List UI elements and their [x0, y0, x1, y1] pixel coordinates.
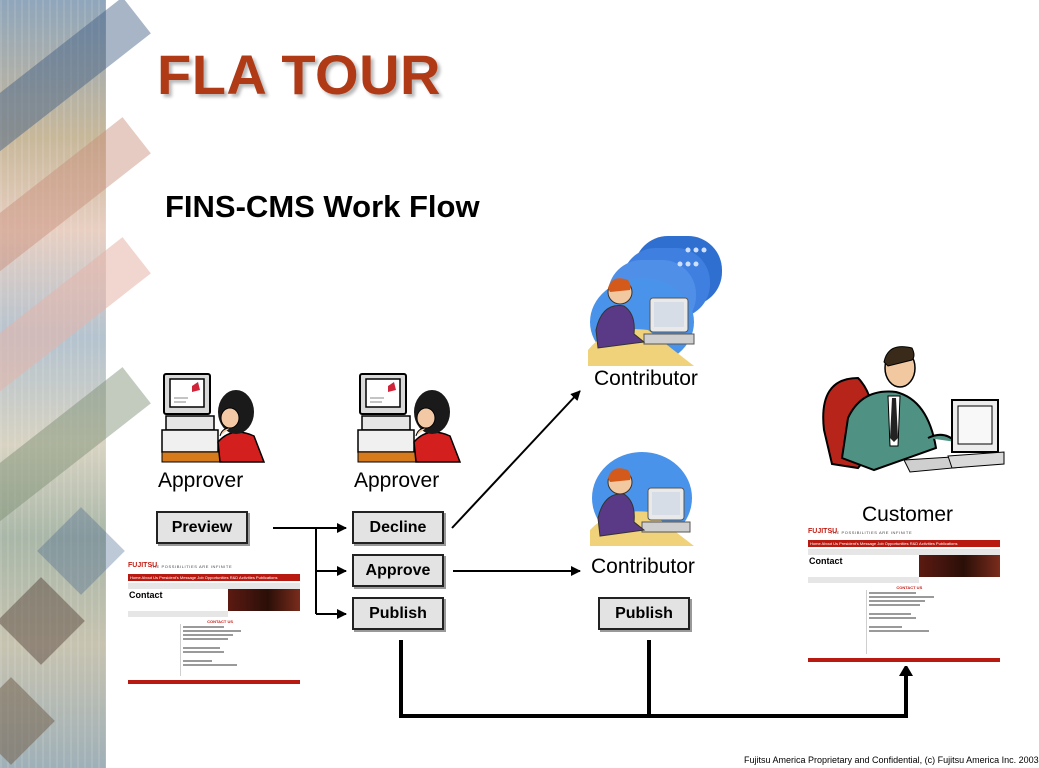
mockup-heading: Contact — [809, 556, 843, 566]
contributor-top-label: Contributor — [594, 367, 698, 390]
contributor-publish-button[interactable]: Publish — [598, 597, 690, 630]
mockup-heading: Contact — [129, 590, 163, 600]
mockup-subheading: CONTACT US — [896, 585, 923, 590]
web-page-thumbnail: FUJITSU THE POSSIBILITIES ARE INFINITE H… — [128, 560, 300, 688]
customer-label: Customer — [862, 503, 954, 526]
slide-subtitle: FINS-CMS Work Flow — [165, 189, 480, 224]
approve-button[interactable]: Approve — [352, 554, 444, 587]
person-at-computer-icon — [357, 373, 462, 463]
mockup-nav-bar: Home About Us President's Message Job Op… — [808, 540, 1000, 547]
approver-2-label: Approver — [354, 469, 440, 492]
slide-title: FLA TOUR — [157, 43, 441, 106]
preview-button[interactable]: Preview — [156, 511, 248, 544]
contributor-group-icon — [588, 236, 722, 366]
fujitsu-logo: FUJITSU — [808, 528, 838, 535]
person-at-computer-icon — [161, 373, 266, 463]
contributor-mid-label: Contributor — [591, 555, 695, 578]
mockup-tagline: THE POSSIBILITIES ARE INFINITE — [830, 530, 913, 535]
slide-footer: Fujitsu America Proprietary and Confiden… — [744, 755, 1039, 765]
web-page-thumbnail: FUJITSU THE POSSIBILITIES ARE INFINITE H… — [808, 526, 1000, 666]
decline-button[interactable]: Decline — [352, 511, 444, 544]
mockup-nav-bar: Home About Us President's Message Job Op… — [128, 574, 300, 581]
mockup-tagline: THE POSSIBILITIES ARE INFINITE — [150, 564, 233, 569]
decorative-side-band — [0, 0, 151, 768]
publish-button[interactable]: Publish — [352, 597, 444, 630]
approver-1-label: Approver — [158, 469, 244, 492]
mockup-subheading: CONTACT US — [207, 619, 234, 624]
contributor-icon — [590, 452, 694, 546]
businessman-at-computer-icon — [822, 346, 1005, 473]
fujitsu-logo: FUJITSU — [128, 562, 158, 569]
